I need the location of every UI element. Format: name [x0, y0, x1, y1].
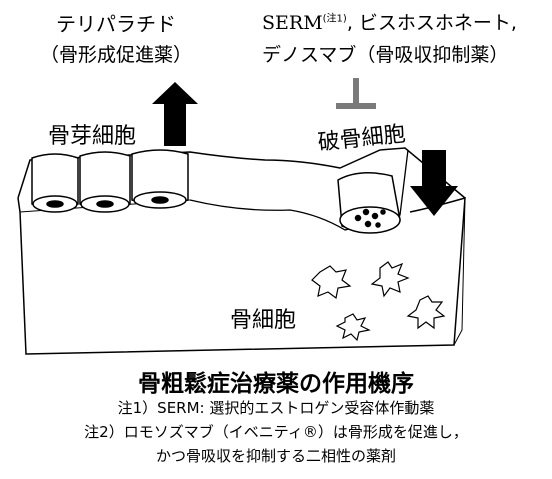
osteocyte-label: 骨細胞	[230, 308, 297, 333]
bone-front-face-right-edge	[453, 197, 466, 346]
teriparatide-label: テリパラチド	[56, 12, 176, 36]
osteoclast-cell	[337, 172, 401, 234]
resorption-pit-edge	[189, 149, 409, 231]
serm-footnote-marker: (注1)	[322, 13, 347, 25]
antiresorptive-drugs-line1: SERM(注1), ビスホスホネート,	[262, 8, 517, 35]
bone-top-surface	[17, 147, 466, 199]
inhibition-t-bar	[336, 78, 376, 109]
osteoblast-cells	[31, 149, 189, 213]
bone-front-face	[17, 196, 466, 355]
bone-resorption-down-arrow	[410, 150, 458, 216]
osteocyte-cells	[311, 261, 446, 342]
bisphosphonate-text: , ビスホスホネート,	[346, 12, 517, 34]
osteoblast-label: 骨芽細胞	[48, 124, 137, 149]
footnote-1: 注1）SERM: 選択的エストロゲン受容体作動薬	[117, 399, 435, 417]
figure-title: 骨粗鬆症治療薬の作用機序	[138, 371, 414, 397]
serm-text: SERM	[262, 12, 323, 34]
footnote-2: 注2）ロモソズマブ（イベニティ®）は骨形成を促進し，	[84, 423, 468, 441]
antiresorptive-drugs-line2: デノスマブ（骨吸収抑制薬）	[262, 44, 509, 66]
teriparatide-class-label: （骨形成促進薬）	[40, 44, 193, 66]
footnote-2-continued: かつ骨吸収を抑制する二相性の薬剤	[155, 447, 396, 465]
bone-formation-up-arrow	[152, 82, 198, 146]
